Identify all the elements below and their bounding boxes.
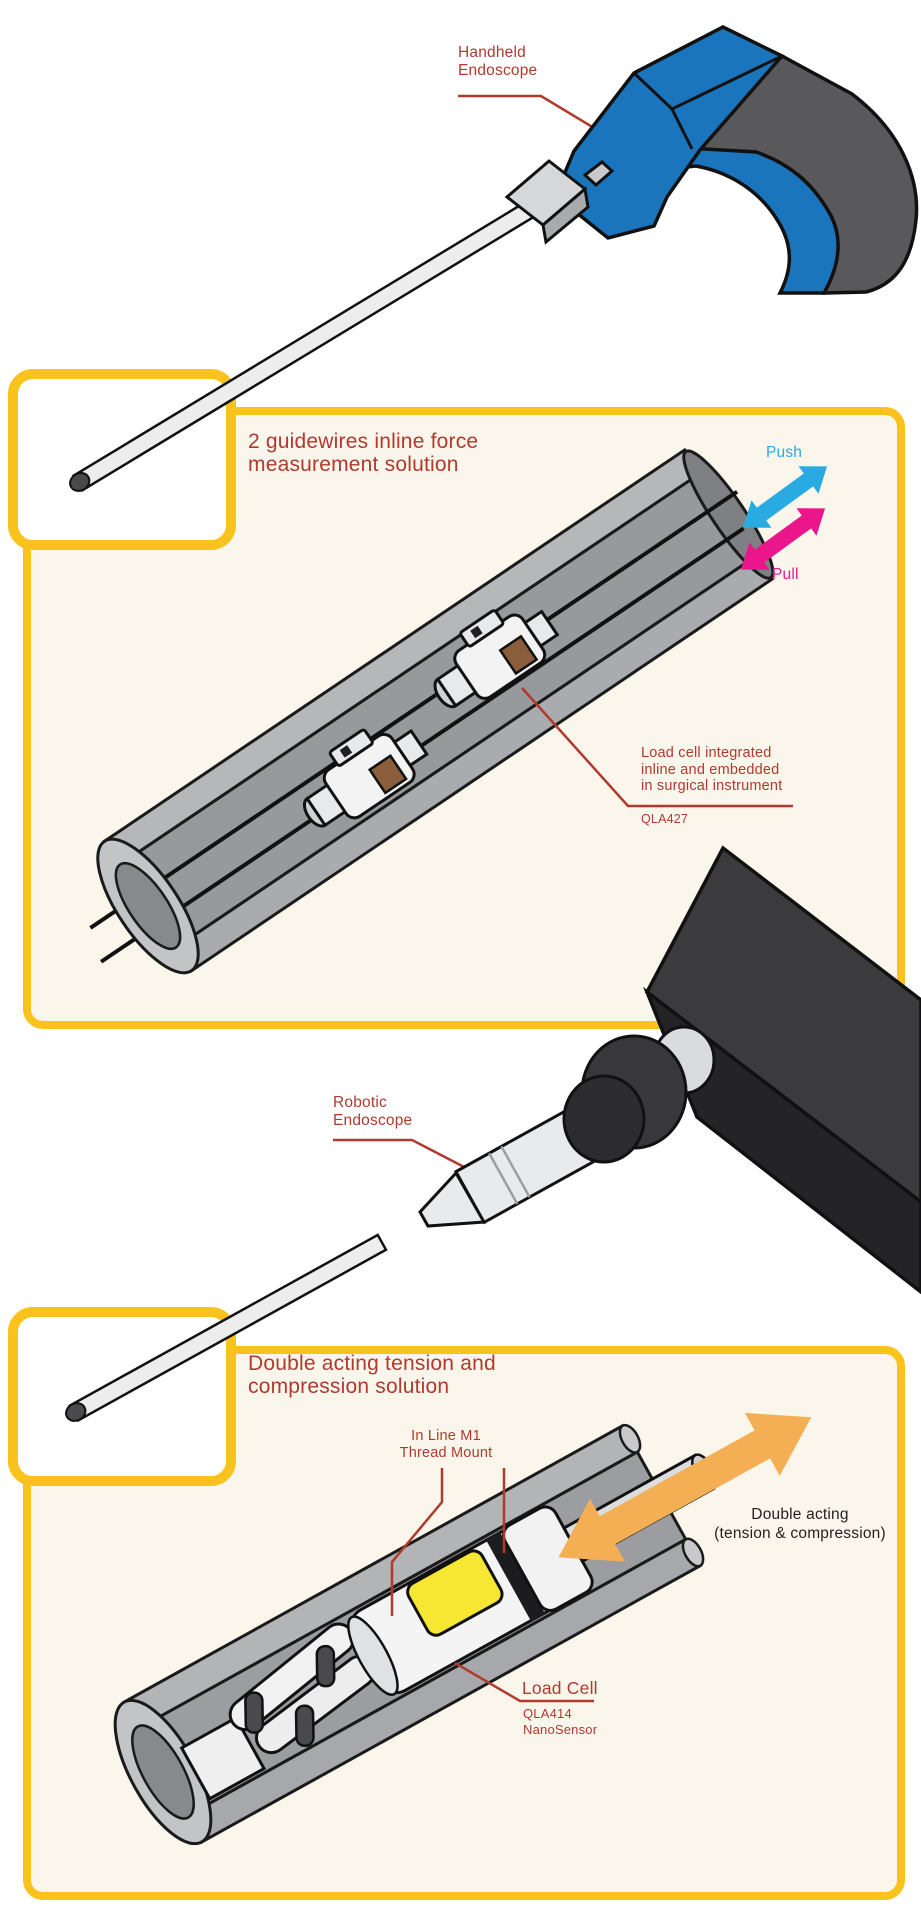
load-cell-label: Load Cell — [522, 1678, 598, 1698]
thread-mount-label: In Line M1 Thread Mount — [399, 1428, 493, 1461]
load-cell-leader-line — [454, 1661, 594, 1703]
handheld-body — [561, 25, 785, 240]
load-cell-model-qla414: QLA414 NanoSensor — [523, 1706, 598, 1737]
knurled-ring-front — [562, 1074, 646, 1164]
handheld-leader-line — [458, 94, 595, 130]
pull-label: Pull — [772, 566, 799, 583]
double-acting-direction-label: Double acting (tension & compression) — [714, 1506, 886, 1542]
handheld-grip-front — [651, 146, 840, 295]
shaft-taper — [418, 1170, 487, 1228]
control-box-top — [644, 845, 921, 1205]
robotic-endoscope-illustration — [65, 845, 921, 1423]
guidewire-1 — [89, 490, 739, 930]
double-acting-callout-title: Double acting tension and compression so… — [248, 1352, 496, 1398]
load-cell-note: Load cell integrated inline and embedded… — [641, 745, 783, 794]
guidewire-callout-title: 2 guidewires inline force measurement so… — [248, 430, 479, 476]
thread-mount-leader-line-1 — [390, 1468, 444, 1616]
cutaway-tube-double-acting — [113, 1412, 812, 1846]
probe-tip — [69, 472, 91, 492]
probe-tip — [65, 1402, 87, 1422]
double-acting-arrow-icon — [558, 1412, 812, 1562]
load-cell-qla414 — [406, 1549, 504, 1637]
load-cell-model-qla427: QLA427 — [641, 812, 689, 826]
load-cell-note-leader-line — [521, 687, 793, 808]
handheld-endoscope-label: Handheld Endoscope — [458, 44, 538, 79]
handheld-endoscope-illustration — [69, 25, 919, 492]
anchor-block — [179, 1715, 267, 1801]
clevis-pins — [244, 1644, 336, 1747]
push-label: Push — [766, 444, 803, 461]
robotic-probe — [65, 1233, 388, 1423]
robotic-endoscope-label: Robotic Endoscope — [333, 1094, 413, 1129]
